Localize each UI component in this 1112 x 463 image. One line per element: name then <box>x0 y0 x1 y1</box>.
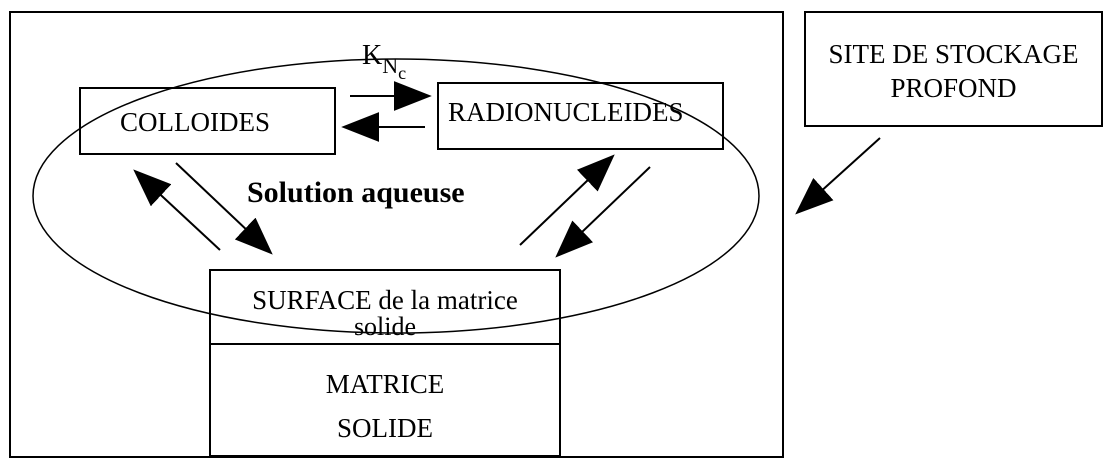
storage-site-label-line1: SITE DE STOCKAGE <box>828 39 1079 69</box>
storage-site-box <box>804 11 1103 127</box>
colloides-box <box>79 87 336 155</box>
solid-matrix-box <box>209 269 561 457</box>
matrice-label-line2: SOLIDE <box>337 413 433 443</box>
solution-label: Solution aqueuse <box>247 176 465 209</box>
surface-label-line2: solide <box>353 312 417 341</box>
aqueous-solution-ellipse <box>32 58 760 334</box>
arrow-storage-to-system <box>795 137 881 215</box>
arrow-colloides-to-surface <box>175 162 273 255</box>
arrow-surface-to-radionucleides <box>519 154 615 246</box>
surface-label-line1: SURFACE de la matrice <box>252 285 518 315</box>
colloides-label: COLLOIDES <box>120 107 270 137</box>
radionucleides-box <box>437 82 724 150</box>
radionucleides-label: RADIONUCLEIDES <box>448 97 684 127</box>
storage-site-label-line2: PROFOND <box>890 73 1017 103</box>
rate-constant-subsubscript: c <box>398 63 407 83</box>
rate-constant-label: KNc <box>362 40 406 83</box>
arrow-radionucleides-to-surface <box>555 166 651 258</box>
arrow-surface-to-colloides <box>133 169 221 251</box>
rate-constant-symbol: K <box>362 40 383 71</box>
rate-constant-subscript: N <box>382 53 399 78</box>
matrice-label-line1: MATRICE <box>325 369 445 399</box>
